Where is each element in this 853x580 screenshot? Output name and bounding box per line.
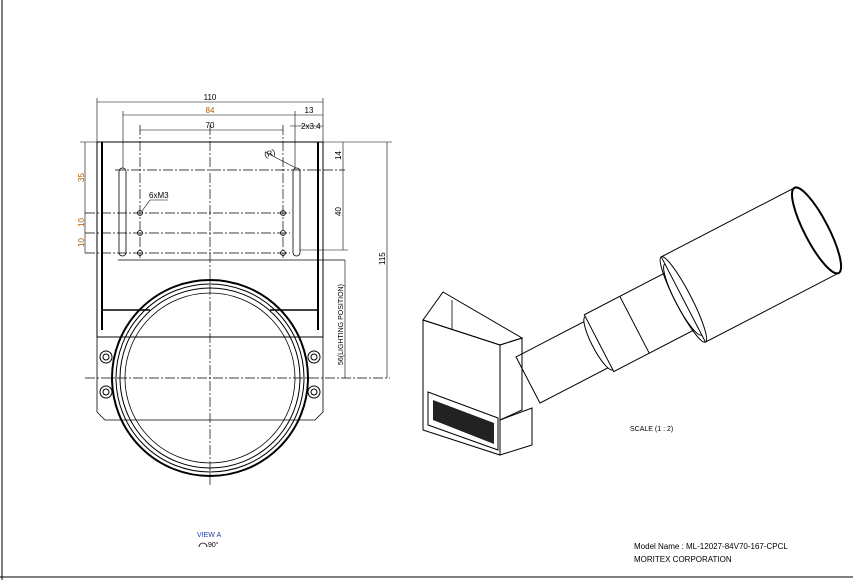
hole-callout: 6xM3 xyxy=(149,191,169,200)
slot-left xyxy=(118,167,127,257)
base-plate xyxy=(96,336,324,421)
dim-10b: 10 xyxy=(77,238,86,247)
rotation-arrow-icon xyxy=(198,542,208,548)
slot-right xyxy=(292,167,301,257)
dimension-lines xyxy=(80,98,392,378)
dim-10a: 10 xyxy=(77,218,86,227)
dim-70: 70 xyxy=(206,121,215,130)
dim-lighting-position: 56(LIGHTING POSITION) xyxy=(338,284,345,365)
dim-13: 13 xyxy=(305,106,314,115)
dim-slot-width: 2x3.4 xyxy=(301,122,321,131)
model-name: Model Name : ML-12027-84V70-167-CPCL xyxy=(634,542,788,551)
front-view: 110 84 13 70 2x3.4 (R) 6xM3 35 10 10 14 … xyxy=(77,93,392,485)
dim-84: 84 xyxy=(206,106,215,115)
dim-radius: (R) xyxy=(263,147,277,159)
dim-110: 110 xyxy=(204,93,217,102)
dim-35: 35 xyxy=(77,173,86,182)
company-name: MORITEX CORPORATION xyxy=(634,555,732,564)
dim-115: 115 xyxy=(378,252,387,265)
view-rotation: 90° xyxy=(208,541,219,549)
mounting-holes xyxy=(99,350,321,399)
light-window xyxy=(433,400,494,444)
dim-40: 40 xyxy=(334,207,343,216)
isometric-view xyxy=(422,186,843,456)
dim-14: 14 xyxy=(334,151,343,160)
scale-label: SCALE (1 : 2) xyxy=(630,426,673,433)
view-label: VIEW A xyxy=(197,532,221,539)
